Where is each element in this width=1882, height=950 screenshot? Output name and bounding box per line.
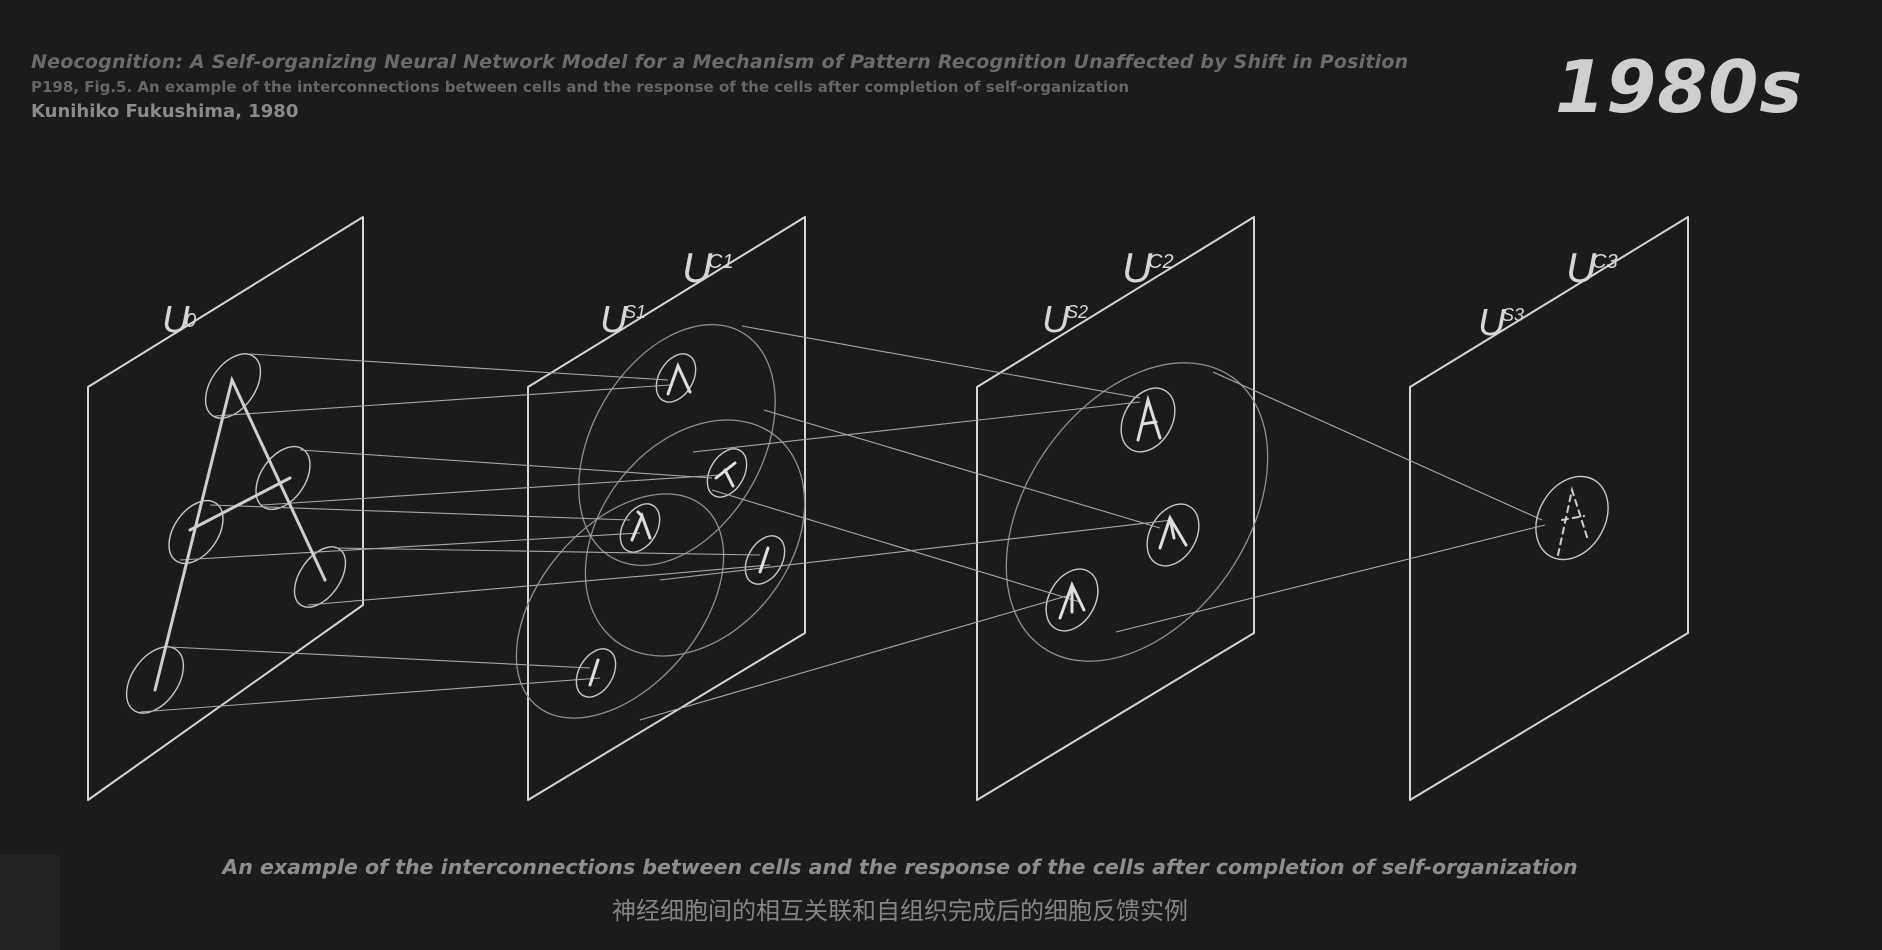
cell-s2-2 bbox=[1146, 503, 1200, 567]
feature-roof bbox=[1158, 514, 1188, 550]
cell-s2-3 bbox=[1045, 568, 1099, 632]
rf-u0-mid-left bbox=[168, 499, 224, 565]
group-ellipse-1 bbox=[578, 324, 776, 566]
label-us1: U bbox=[600, 299, 628, 341]
feature-slash-1 bbox=[758, 546, 770, 574]
cell-s1-5 bbox=[575, 648, 617, 698]
group-ellipse-2 bbox=[584, 419, 806, 657]
layer-plane-uc3 bbox=[1409, 216, 1689, 801]
svg-text:C2: C2 bbox=[1148, 251, 1174, 273]
era-label: 1980s bbox=[1555, 45, 1804, 129]
svg-text:0: 0 bbox=[185, 310, 196, 332]
caption-english: An example of the interconnections betwe… bbox=[222, 855, 1578, 879]
svg-text:C1: C1 bbox=[708, 251, 734, 273]
group-ellipse-4 bbox=[1005, 362, 1269, 662]
group-ellipse-3 bbox=[515, 493, 725, 719]
label-uc1: U bbox=[682, 244, 713, 291]
caption-chinese: 神经细胞间的相互关联和自组织完成后的细胞反馈实例 bbox=[612, 897, 1188, 925]
figure-reference: P198, Fig.5. An example of the interconn… bbox=[31, 78, 1130, 96]
svg-text:S3: S3 bbox=[1502, 305, 1524, 325]
label-uc3: U bbox=[1566, 244, 1597, 291]
label-uc2: U bbox=[1122, 244, 1153, 291]
svg-text:S2: S2 bbox=[1066, 302, 1088, 322]
feature-y2 bbox=[1058, 581, 1086, 620]
cell-s1-4 bbox=[744, 535, 786, 585]
cell-s1-3 bbox=[619, 503, 661, 553]
feature-y bbox=[630, 510, 652, 542]
feature-slant-1 bbox=[714, 461, 737, 488]
author-year: Kunihiko Fukushima, 1980 bbox=[31, 101, 299, 122]
layer-plane-uc2 bbox=[976, 216, 1255, 801]
rf-u0-right bbox=[293, 546, 347, 608]
rf-u0-bottom bbox=[125, 646, 185, 714]
cell-s1-2 bbox=[706, 448, 748, 498]
feature-a bbox=[1136, 394, 1162, 442]
cell-s3 bbox=[1535, 475, 1609, 561]
feature-vertex bbox=[666, 362, 692, 396]
label-us2: U bbox=[1042, 299, 1070, 341]
corner-block bbox=[0, 855, 60, 950]
cell-s2-1 bbox=[1120, 387, 1176, 453]
rf-u0-top bbox=[204, 353, 262, 419]
svg-text:C3: C3 bbox=[1592, 251, 1618, 273]
layer-labels: U 0 U S1 U C1 U S2 U C2 U S3 U C3 bbox=[162, 244, 1618, 344]
letter-a-pattern bbox=[153, 375, 327, 692]
cell-s1-1 bbox=[655, 353, 697, 403]
paper-title: Neocognition: A Self-organizing Neural N… bbox=[31, 51, 1409, 73]
label-u0: U bbox=[162, 299, 190, 341]
svg-text:S1: S1 bbox=[624, 302, 646, 322]
neocognitron-diagram: U 0 U S1 U C1 U S2 U C2 U S3 U C3 bbox=[87, 216, 1689, 801]
layer-plane-uc1 bbox=[527, 216, 806, 801]
label-us3: U bbox=[1478, 302, 1506, 344]
feature-slash-2 bbox=[588, 658, 600, 687]
feature-dashed-a bbox=[1557, 486, 1589, 556]
layer-plane-u0 bbox=[87, 216, 364, 801]
